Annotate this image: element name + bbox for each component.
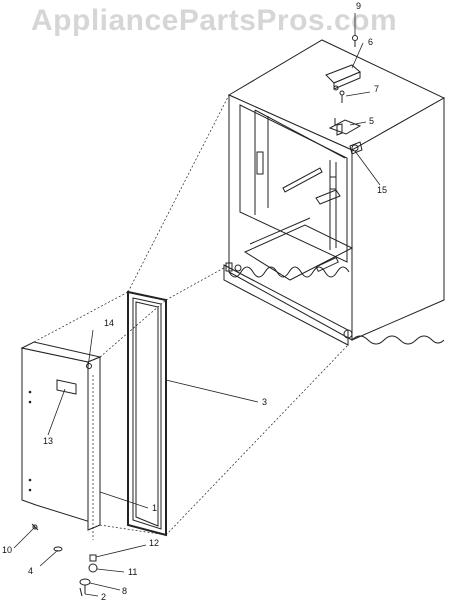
- callout-1: 1: [152, 503, 157, 513]
- callout-13: 13: [43, 436, 53, 446]
- callout-6: 6: [368, 37, 373, 47]
- leader-lines: [13, 13, 381, 597]
- callout-labels: 9 6 7 5 15 3 1 14 13 10 4 12 11 8 2: [2, 1, 387, 600]
- alignment-lines: [33, 94, 349, 540]
- callout-14: 14: [104, 318, 114, 328]
- callout-12: 12: [149, 538, 159, 548]
- callout-9: 9: [356, 1, 361, 11]
- callout-5: 5: [369, 116, 374, 126]
- callout-8: 8: [122, 586, 127, 596]
- cabinet: [223, 39, 446, 346]
- callout-4: 4: [28, 566, 33, 576]
- callout-15: 15: [377, 185, 387, 195]
- callout-7: 7: [374, 84, 379, 94]
- bottom-hinge-parts: [31, 363, 98, 597]
- callout-2: 2: [101, 592, 106, 600]
- callout-10: 10: [2, 545, 12, 555]
- top-hinge-parts: [325, 35, 363, 155]
- callout-11: 11: [128, 567, 137, 577]
- watermark-logo: AppliancePartsPros.com: [31, 4, 398, 37]
- callout-3: 3: [262, 397, 267, 407]
- door: [20, 341, 102, 531]
- door-gasket: [127, 290, 167, 537]
